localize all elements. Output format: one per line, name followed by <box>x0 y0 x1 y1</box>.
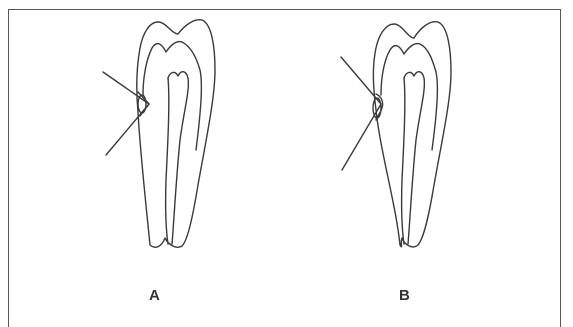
tooth-a-outline <box>137 20 215 248</box>
panel-label-b: B <box>399 287 410 304</box>
tooth-b <box>341 22 451 247</box>
tooth-b-pointer-lower <box>342 104 381 170</box>
tooth-a-pointer-upper <box>103 72 149 104</box>
tooth-a <box>103 20 215 248</box>
tooth-b-canal <box>402 78 405 244</box>
tooth-a-dentin <box>143 42 201 150</box>
tooth-a-pointer-lower <box>106 104 149 155</box>
panel-label-a: A <box>149 287 160 304</box>
tooth-a-canal <box>166 78 169 244</box>
tooth-b-pulp <box>404 72 424 244</box>
tooth-a-pulp <box>168 72 188 244</box>
tooth-b-outline <box>373 22 451 247</box>
tooth-b-pointer-upper <box>341 57 381 104</box>
tooth-b-dentin <box>381 44 437 150</box>
